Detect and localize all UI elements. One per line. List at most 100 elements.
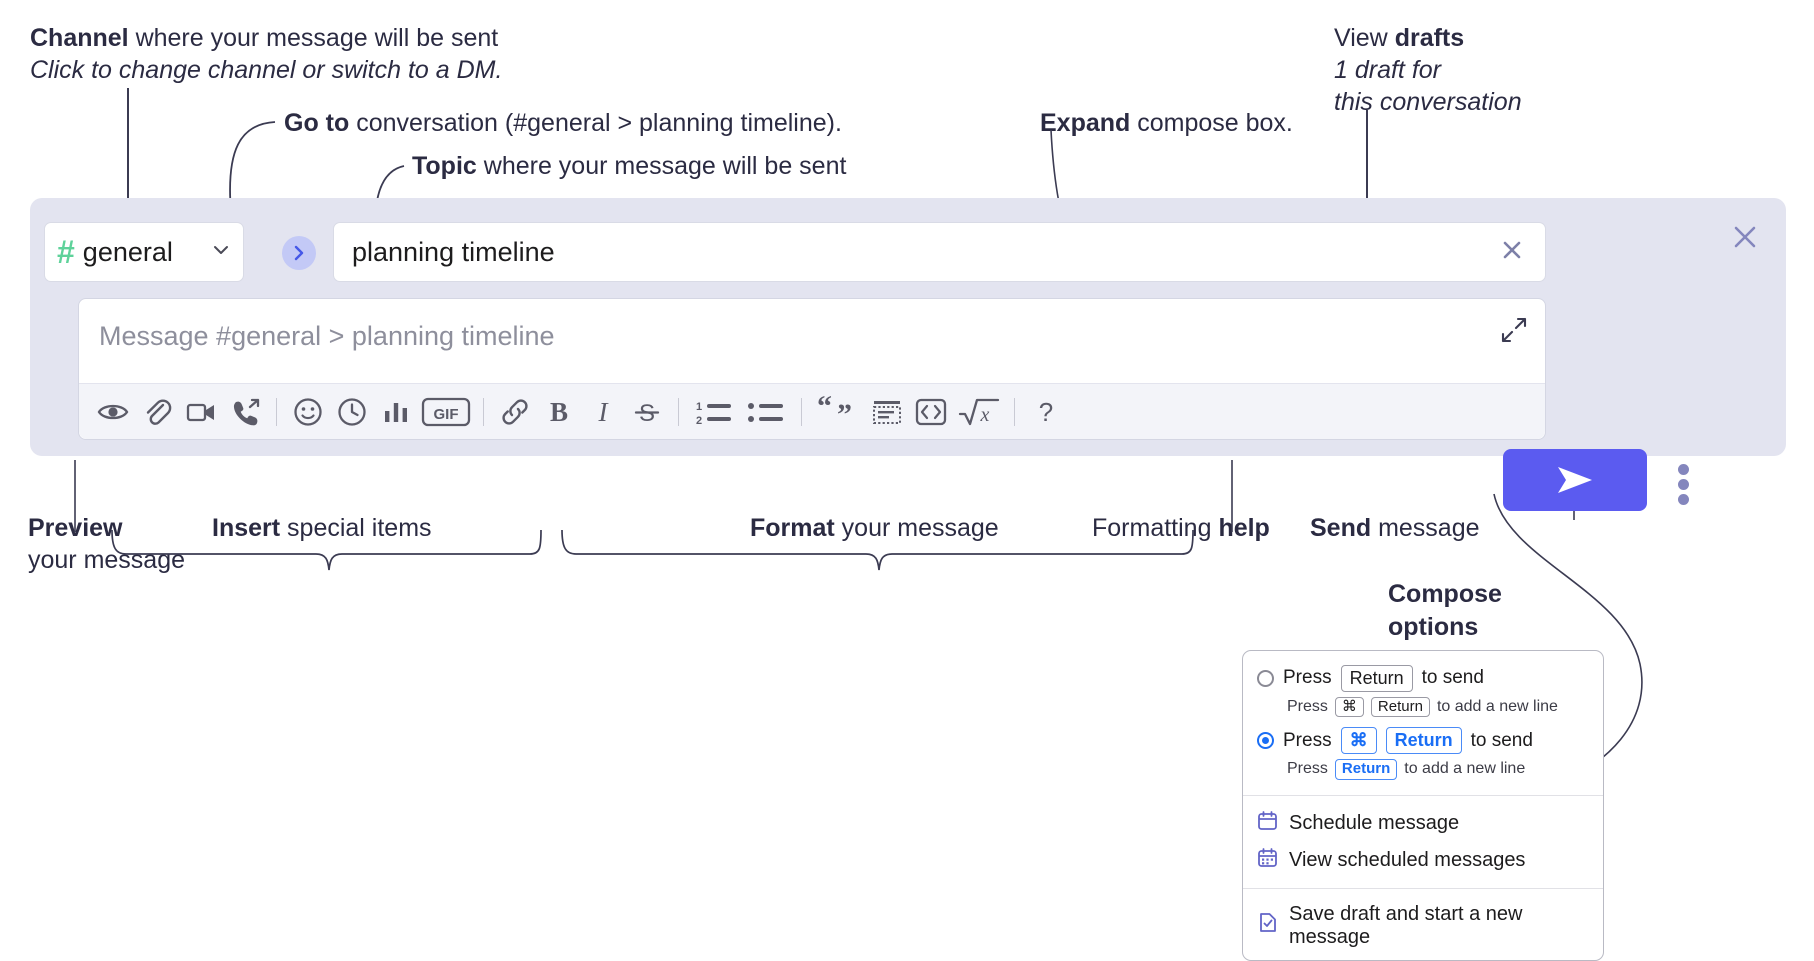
compose-panel: # general planning timeline Message #gen… xyxy=(30,198,1786,506)
svg-text:B: B xyxy=(550,397,568,427)
svg-text:“: “ xyxy=(817,395,832,423)
chevron-right-icon xyxy=(294,245,304,261)
annotation-drafts-italic2: this conversation xyxy=(1334,88,1522,116)
option2-post: to send xyxy=(1470,729,1533,751)
annotation-preview-rest: your message xyxy=(28,546,186,574)
blockquote-icon[interactable]: “” xyxy=(811,390,865,434)
gif-icon[interactable]: GIF xyxy=(418,390,474,434)
annotation-channel-italic: Click to change channel or switch to a D… xyxy=(30,56,503,84)
option-press-cmd-return-to-send[interactable]: Press ⌘ Return to send xyxy=(1243,723,1603,758)
radio-selected[interactable] xyxy=(1257,732,1274,749)
bulleted-list-icon[interactable] xyxy=(740,390,792,434)
svg-text:1: 1 xyxy=(696,401,702,413)
option1-sub-post: to add a new line xyxy=(1436,697,1558,715)
expand-compose-icon[interactable] xyxy=(1499,315,1529,350)
calendar-icon xyxy=(1257,810,1278,837)
compose-options-button[interactable] xyxy=(1678,460,1689,509)
radio-unselected[interactable] xyxy=(1257,669,1274,687)
menu-divider xyxy=(1243,887,1603,889)
math-icon[interactable]: x xyxy=(953,390,1005,434)
annotation-drafts-bold: drafts xyxy=(1394,24,1465,52)
annotation-send-rest: message xyxy=(1371,514,1480,542)
send-button[interactable] xyxy=(1503,449,1647,511)
annotation-topic-rest: where your message will be sent xyxy=(476,152,847,180)
annotation-compose-options-bold1: Compose xyxy=(1388,580,1502,608)
link-icon[interactable] xyxy=(493,390,537,434)
annotation-insert: Insert special items xyxy=(212,512,432,544)
option1-pre: Press xyxy=(1283,667,1332,689)
svg-text:2: 2 xyxy=(696,415,702,427)
annotation-help-bold: help xyxy=(1218,514,1270,542)
option2-pre: Press xyxy=(1283,729,1332,751)
message-placeholder: Message #general > planning timeline xyxy=(99,321,555,351)
calendar-grid-icon xyxy=(1257,847,1278,874)
clock-icon[interactable] xyxy=(330,390,374,434)
menu-item-label: Schedule message xyxy=(1289,811,1460,834)
code-icon[interactable] xyxy=(909,390,953,434)
option2-key2: Return xyxy=(1385,727,1462,754)
italic-icon[interactable]: I xyxy=(581,390,625,434)
annotation-send: Send message xyxy=(1310,512,1480,544)
send-icon xyxy=(1558,467,1592,493)
annotation-goto-rest: conversation (#general > planning timeli… xyxy=(349,109,842,137)
channel-name-label: general xyxy=(82,236,173,267)
menu-item-label: View scheduled messages xyxy=(1289,848,1526,871)
option1-sub-pre: Press xyxy=(1287,697,1328,715)
menu-item-save-draft[interactable]: Save draft and start a new message xyxy=(1243,898,1603,954)
channel-picker[interactable]: # general xyxy=(44,222,244,282)
annotation-channel: Channel where your message will be sent … xyxy=(30,22,502,86)
code-block-icon[interactable] xyxy=(865,390,909,434)
poll-icon[interactable] xyxy=(374,390,418,434)
chevron-down-icon xyxy=(211,240,231,265)
kebab-dot xyxy=(1678,464,1689,475)
bold-icon[interactable]: B xyxy=(537,390,581,434)
option1-sub-key1: ⌘ xyxy=(1334,696,1364,718)
annotation-format: Format your message xyxy=(750,512,999,544)
annotation-preview: Preview your message xyxy=(28,512,185,576)
preview-icon[interactable] xyxy=(91,390,135,434)
menu-item-view-scheduled-messages[interactable]: View scheduled messages xyxy=(1243,842,1603,879)
annotation-help-pre: Formatting xyxy=(1092,514,1219,542)
option2-sublabel: Press Return to add a new line xyxy=(1243,758,1603,786)
option1-post: to send xyxy=(1421,667,1484,689)
svg-text:I: I xyxy=(598,397,610,427)
toolbar-divider xyxy=(678,397,679,426)
video-icon[interactable] xyxy=(179,390,223,434)
goto-conversation-button[interactable] xyxy=(282,236,316,270)
option1-sublabel: Press ⌘ Return to add a new line xyxy=(1243,696,1603,724)
kebab-dot xyxy=(1678,479,1689,490)
option2-sub-key: Return xyxy=(1334,758,1398,780)
annotation-channel-bold: Channel xyxy=(30,24,129,52)
annotation-channel-rest: where your message will be sent xyxy=(128,24,499,52)
annotation-drafts: View drafts 1 draft for this conversatio… xyxy=(1334,22,1522,118)
strikethrough-icon[interactable]: S xyxy=(625,390,669,434)
topic-field[interactable]: planning timeline xyxy=(333,222,1546,282)
formatting-toolbar: GIF B I S 12 xyxy=(79,383,1545,439)
clear-topic-icon[interactable] xyxy=(1497,235,1527,270)
toolbar-divider xyxy=(801,397,802,426)
toolbar-divider xyxy=(483,397,484,426)
audio-call-icon[interactable] xyxy=(223,390,267,434)
menu-item-schedule-message[interactable]: Schedule message xyxy=(1243,805,1603,842)
annotation-format-bold: Format xyxy=(750,514,835,542)
annotation-format-rest: your message xyxy=(834,514,999,542)
attachment-icon[interactable] xyxy=(135,390,179,434)
help-icon[interactable]: ? xyxy=(1024,390,1068,434)
svg-text:x: x xyxy=(980,404,990,426)
annotation-topic-bold: Topic xyxy=(412,152,477,180)
close-icon[interactable] xyxy=(1728,220,1762,259)
compose-options-menu: Press Return to send Press ⌘ Return to a… xyxy=(1242,650,1604,961)
option1-sub-key2: Return xyxy=(1370,696,1430,718)
option2-sub-post: to add a new line xyxy=(1404,760,1526,778)
option1-key: Return xyxy=(1340,665,1413,692)
hash-icon: # xyxy=(57,234,75,270)
annotation-expand-rest: compose box. xyxy=(1130,109,1293,137)
annotation-drafts-italic1: 1 draft for xyxy=(1334,56,1441,84)
emoji-icon[interactable] xyxy=(286,390,330,434)
annotation-help: Formatting help xyxy=(1092,512,1270,544)
message-input-area[interactable]: Message #general > planning timeline xyxy=(78,298,1546,440)
annotation-goto: Go to conversation (#general > planning … xyxy=(284,107,842,139)
option-press-return-to-send[interactable]: Press Return to send xyxy=(1243,661,1603,696)
annotation-insert-bold: Insert xyxy=(212,514,281,542)
